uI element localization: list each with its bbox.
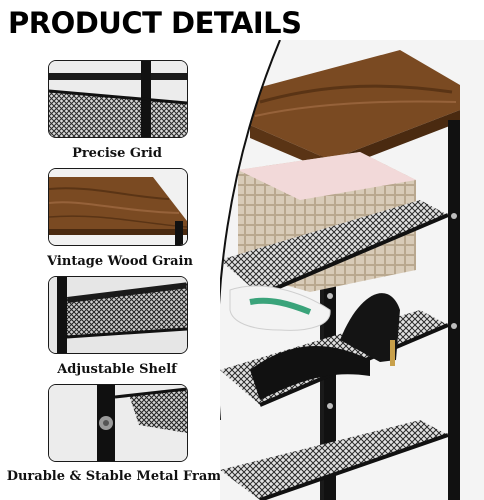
feature-label-metal-frame: Durable & Stable Metal Frame [6,469,230,484]
page-title: PRODUCT DETAILS [8,6,302,40]
feature-label-precise-grid: Precise Grid [72,146,162,161]
mesh-grid-closeup-image [48,60,188,138]
adjustable-shelf-closeup-image [48,276,188,354]
wood-grain-closeup-image [48,168,188,246]
metal-frame-bolt-closeup-image [48,384,188,462]
product-hero-image [220,40,484,500]
feature-label-adjustable-shelf: Adjustable Shelf [57,362,177,377]
feature-label-vintage-wood-grain: Vintage Wood Grain [47,254,193,269]
